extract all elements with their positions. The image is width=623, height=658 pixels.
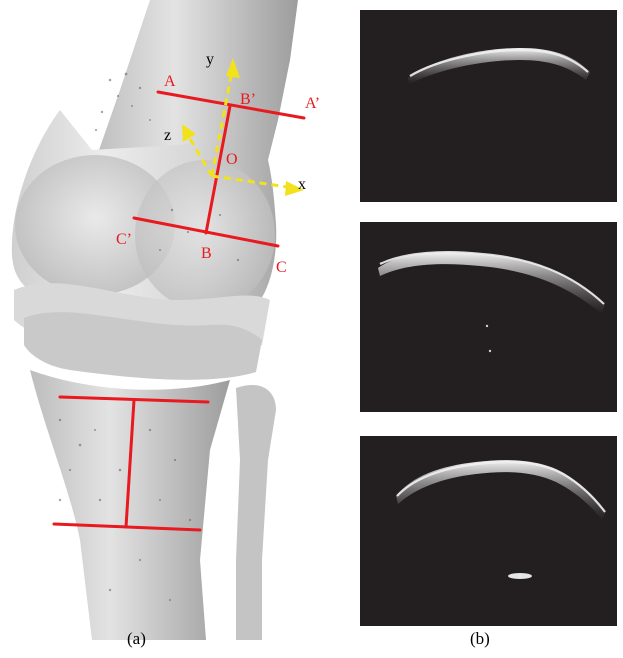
fibula	[236, 385, 276, 640]
label-o: O	[226, 151, 238, 168]
ultrasound-image-1	[360, 10, 617, 202]
ultrasound-panels	[360, 10, 617, 626]
ultrasound-image-2	[360, 222, 617, 412]
caption-b: (b)	[470, 629, 490, 649]
label-b-prime: B’	[240, 91, 256, 108]
label-axis-x: x	[298, 176, 306, 193]
echo-speck-2a	[486, 325, 488, 327]
label-a: A	[164, 73, 176, 90]
label-c: C	[276, 259, 287, 276]
tibia	[30, 370, 230, 640]
label-a-prime: A’	[305, 95, 320, 112]
echo-blob-3	[508, 573, 532, 579]
label-b: B	[201, 245, 212, 262]
echo-speck-2b	[489, 350, 491, 352]
caption-a: (a)	[127, 629, 146, 649]
label-axis-y: y	[206, 51, 214, 68]
label-c-prime: C’	[116, 231, 132, 248]
label-axis-z: z	[164, 127, 171, 144]
